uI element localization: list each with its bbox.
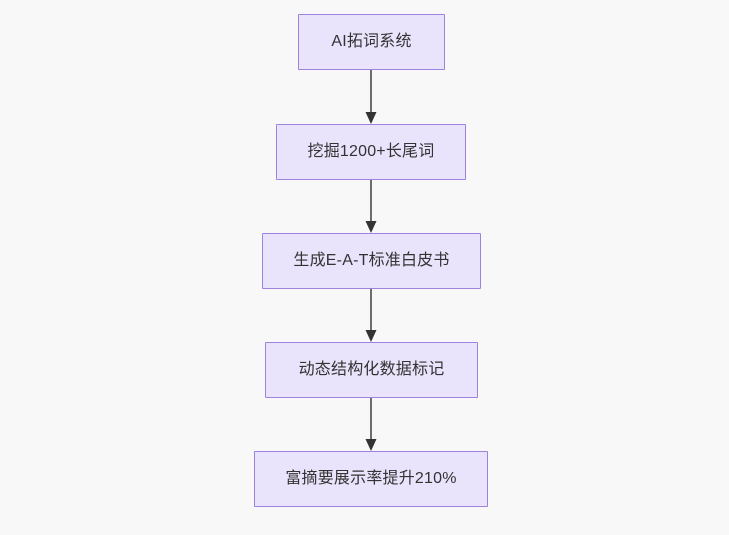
flowchart-node-structured-data-markup[interactable]: 动态结构化数据标记 (265, 342, 478, 398)
node-label: 挖掘1200+长尾词 (307, 143, 435, 160)
node-label: 动态结构化数据标记 (298, 361, 445, 378)
flowchart-node-longtail-keywords[interactable]: 挖掘1200+长尾词 (276, 124, 466, 180)
flowchart-node-eat-whitepaper[interactable]: 生成E-A-T标准白皮书 (262, 233, 481, 289)
flowchart-node-ai-keyword-system[interactable]: AI拓词系统 (298, 14, 445, 70)
node-label: 生成E-A-T标准白皮书 (293, 252, 450, 269)
node-label: AI拓词系统 (331, 33, 412, 50)
edge-n1-n2 (365, 70, 377, 124)
edge-n4-n5 (365, 398, 377, 451)
node-label: 富摘要展示率提升210% (285, 470, 457, 487)
flowchart-node-rich-snippet-result[interactable]: 富摘要展示率提升210% (254, 451, 488, 507)
edge-n3-n4 (365, 289, 377, 342)
edge-n2-n3 (365, 180, 377, 233)
